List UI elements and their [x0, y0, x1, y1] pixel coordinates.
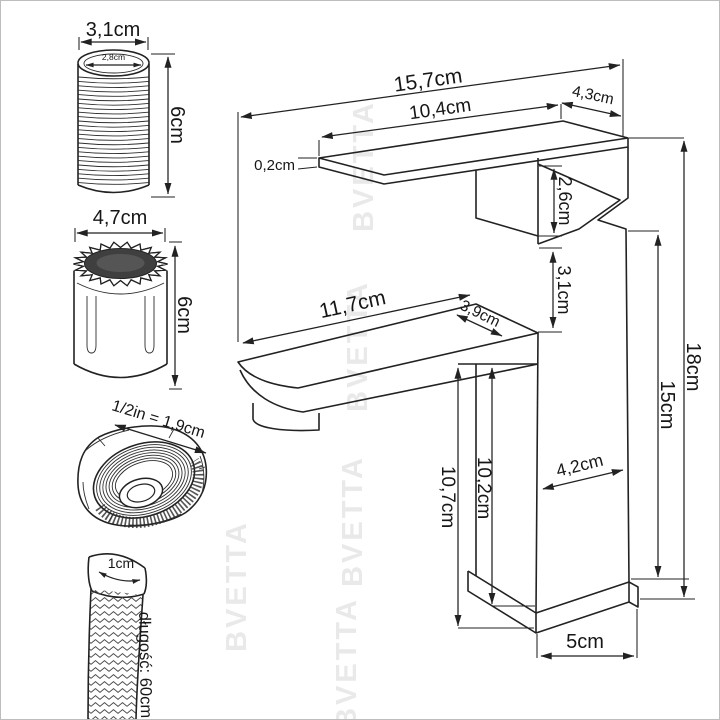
dim-cartridge-height: 2,6cm: [555, 176, 575, 225]
hose-length-label: długość: 60cm: [135, 612, 155, 719]
dim-handle-plate-depth: 4,3cm: [571, 83, 616, 108]
dim-nut-height: 6cm: [173, 296, 195, 334]
watermark: BVETTA: [331, 597, 363, 719]
dim-connector-height: 6cm: [166, 106, 188, 144]
dim-overall-height: 18cm: [682, 343, 704, 392]
dim-overall-width: 15,7cm: [392, 64, 463, 96]
dim-nut-width: 4,7cm: [93, 207, 147, 229]
thread-lines: [78, 76, 149, 185]
watermark: BVETTA: [221, 520, 253, 652]
dim-connector-inner-diameter: 2,8cm: [102, 52, 125, 62]
threaded-connector-drawing: 3,1cm 2,8cm 6cm: [77, 19, 188, 198]
dim-spout-underside-height: 15cm: [656, 381, 678, 430]
mounting-nut-drawing: 4,7cm 6cm: [73, 207, 195, 390]
dim-hose-connector-size: 1/2in = 1,9cm: [110, 397, 207, 441]
dim-handle-plate-length: 10,4cm: [408, 95, 473, 124]
dim-base-width: 5cm: [566, 631, 604, 653]
dim-base-to-spout-clearance: 10,7cm: [437, 466, 458, 528]
dim-base-plate-to-spout: 10,2cm: [473, 457, 494, 519]
dim-hose-diameter: 1cm: [108, 555, 134, 571]
dim-connector-width: 3,1cm: [86, 19, 140, 41]
dim-handle-plate-thickness: 0,2cm: [254, 157, 295, 174]
dim-spout-right-height: 3,1cm: [554, 265, 574, 314]
faucet-drawing: 15,7cm 10,4cm 4,3cm 0,2cm 2,6cm 3,1cm 11…: [237, 59, 704, 660]
watermark: BVETTA: [348, 100, 380, 232]
watermark-layer: BVETTA BVETTA BVETTA BVETTA BVETTA: [221, 100, 380, 719]
watermark: BVETTA: [337, 455, 369, 587]
hose-drawing: 1/2in = 1,9cm 1cm długość: 60cm: [77, 397, 208, 719]
